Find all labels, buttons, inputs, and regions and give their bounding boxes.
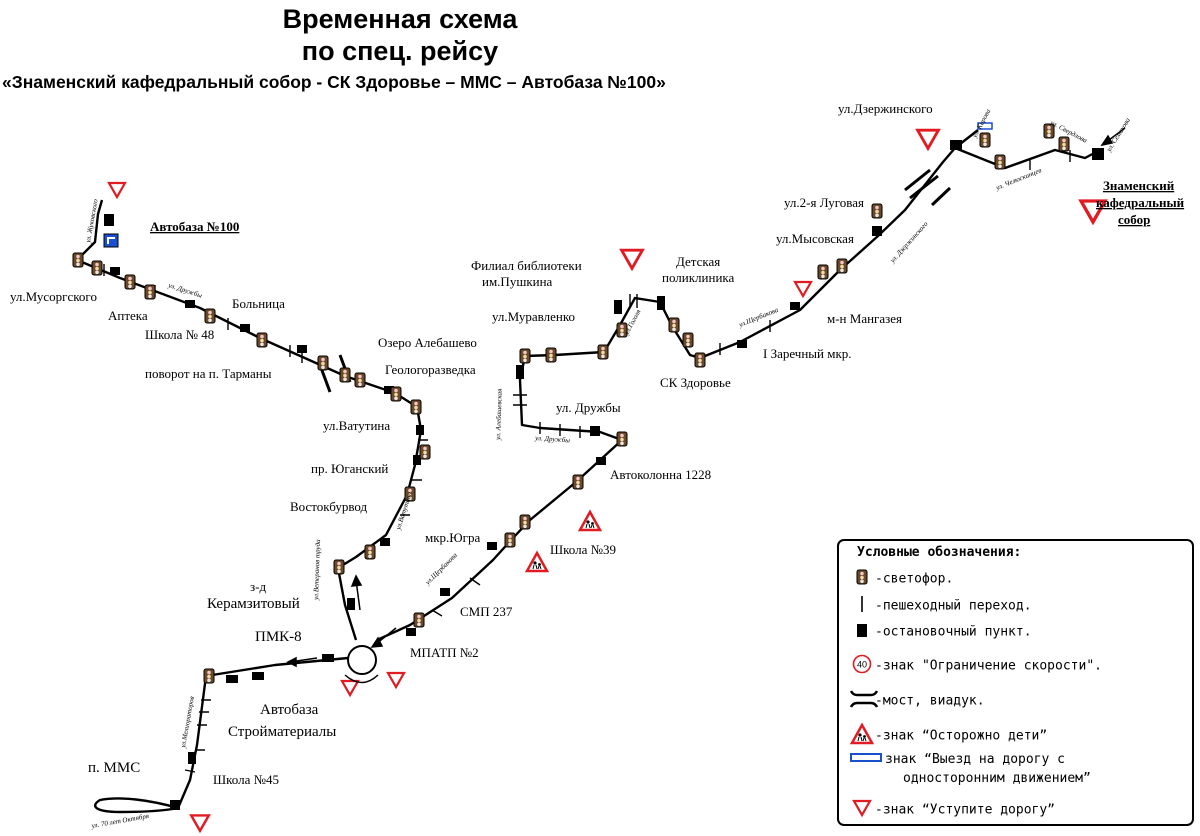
legend-item-children: -знак “Осторожно дети” bbox=[849, 723, 1047, 749]
label-poliklinika-1: Детская bbox=[676, 254, 720, 269]
street-oktyabrya: ул. 70 лет Октября bbox=[90, 812, 150, 830]
street-dzerzhinskogo: ул. Дзержинского bbox=[888, 220, 930, 265]
street-scherbakova-1: ул.Щербакова bbox=[737, 306, 780, 330]
label-sk: СК Здоровье bbox=[660, 375, 731, 390]
label-tarmany: поворот на п. Тарманы bbox=[145, 366, 272, 381]
children-sign-icon bbox=[850, 723, 874, 745]
label-apteka: Аптека bbox=[108, 308, 148, 323]
street-druzhby-2: ул. Дружбы bbox=[534, 434, 571, 445]
yield-sign-icon bbox=[852, 799, 872, 817]
label-poliklinika-2: поликлиника bbox=[662, 270, 735, 285]
svg-text:40: 40 bbox=[857, 660, 867, 670]
label-school45: Школа №45 bbox=[213, 772, 279, 787]
crosswalk-icon bbox=[861, 596, 863, 612]
legend-title: Условные обозначения: bbox=[857, 545, 1022, 560]
label-sobor-2: кафедральный bbox=[1096, 195, 1185, 210]
label-avtokolonna: Автоколонна 1228 bbox=[610, 467, 711, 482]
label-sobor-3: собор bbox=[1118, 212, 1150, 227]
crosswalk-marks bbox=[103, 150, 1071, 773]
label-pmk8: ПМК-8 bbox=[255, 629, 302, 645]
label-mussorgsky: ул.Мусоргского bbox=[10, 289, 97, 304]
label-p-mms: п. ММС bbox=[88, 760, 140, 776]
label-vostokburvod: Востокбурвод bbox=[290, 499, 368, 514]
label-vatutina: ул.Ватутина bbox=[323, 418, 390, 433]
street-gogolya: ул.Гоголя bbox=[622, 308, 642, 337]
label-mpatp2: МПАТП №2 bbox=[410, 645, 479, 660]
street-chelyuskintsev: ул. Челюскинцев bbox=[994, 166, 1043, 192]
traffic-light-icon bbox=[856, 569, 868, 585]
label-filial-2: им.Пушкина bbox=[482, 274, 553, 289]
label-geologo: Геологоразведка bbox=[385, 362, 476, 377]
label-school39: Школа №39 bbox=[550, 542, 616, 557]
legend-item-bridge: -мост, виадук. bbox=[849, 688, 985, 714]
speed-limit-icon: 40 bbox=[852, 654, 872, 674]
label-mkr-yugra: мкр.Югра bbox=[425, 530, 480, 545]
label-filial-1: Филиал библиотеки bbox=[471, 258, 582, 273]
street-semakova: ул. Семакова bbox=[1104, 116, 1132, 154]
label-muravlenko: ул.Муравленко bbox=[492, 309, 575, 324]
label-mangazeya: м-н Мангазея bbox=[827, 311, 902, 326]
label-avtobaza-stroi-1: Автобаза bbox=[260, 702, 319, 718]
label-zarechny: I Заречный мкр. bbox=[763, 346, 852, 361]
bus-stop-marks bbox=[104, 140, 1104, 810]
street-alebashevskaya: ул. Алебашевская bbox=[494, 389, 504, 442]
map-title: Временная схема по спец. рейсу «Знаменск… bbox=[0, 0, 800, 93]
roundabout bbox=[347, 645, 377, 675]
legend-box: Условные обозначения: -светофор. -пешехо… bbox=[837, 539, 1194, 826]
bus-stop-icon bbox=[857, 624, 867, 637]
label-mysovskaya: ул.Мысовская bbox=[776, 231, 854, 246]
legend-item-one-way-2: односторонним движением” bbox=[903, 771, 1091, 786]
label-keramzit-1: з-д bbox=[250, 579, 266, 594]
label-alebashevo: Озеро Алебашево bbox=[378, 335, 477, 350]
direction-arrows bbox=[286, 127, 1126, 684]
street-vatutina: ул.Ватутина bbox=[394, 491, 414, 532]
title-line-2: по спец. рейсу bbox=[301, 36, 499, 66]
label-lugovaya: ул.2-я Луговая bbox=[784, 195, 864, 210]
label-avtobaza-stroi-2: Стройматериалы bbox=[228, 724, 336, 740]
street-veteranov: ул.Ветеранов труда bbox=[312, 539, 322, 601]
legend-item-speed-limit: 40-знак "Ограничение скорости". bbox=[849, 654, 1102, 678]
legend-item-one-way: знак “Выезд на дорогу с bbox=[849, 752, 1065, 767]
legend-item-yield: -знак “Уступите дорогу” bbox=[849, 798, 1055, 822]
label-yugansky: пр. Юганский bbox=[311, 461, 388, 476]
one-way-sign-icon bbox=[850, 753, 882, 762]
label-dzerzhinsky: ул.Дзержинского bbox=[838, 101, 933, 116]
title-route: «Знаменский кафедральный собор - СК Здор… bbox=[2, 72, 666, 92]
title-line-1: Временная схема bbox=[282, 4, 518, 34]
legend-item-traffic-light: -светофор. bbox=[849, 568, 953, 590]
road-signs bbox=[103, 122, 1107, 833]
street-melioratorov: ул.Мелиораторов bbox=[179, 696, 196, 750]
bridge-icon bbox=[849, 690, 879, 708]
label-school48: Школа № 48 bbox=[145, 327, 214, 342]
label-avtobaza100: Автобаза №100 bbox=[150, 219, 239, 234]
label-smp237: СМП 237 bbox=[460, 604, 513, 619]
legend-item-crosswalk: -пешеходный переход. bbox=[849, 595, 1032, 617]
label-druzhby: ул. Дружбы bbox=[556, 400, 621, 415]
label-sobor-1: Знаменский bbox=[1103, 178, 1175, 193]
legend-item-bus-stop: -остановочный пункт. bbox=[849, 622, 1032, 642]
street-scherbakova-2: ул.Щербакова bbox=[423, 551, 459, 587]
label-bolnitsa: Больница bbox=[232, 296, 285, 311]
label-keramzit-2: Керамзитовый bbox=[207, 596, 300, 612]
